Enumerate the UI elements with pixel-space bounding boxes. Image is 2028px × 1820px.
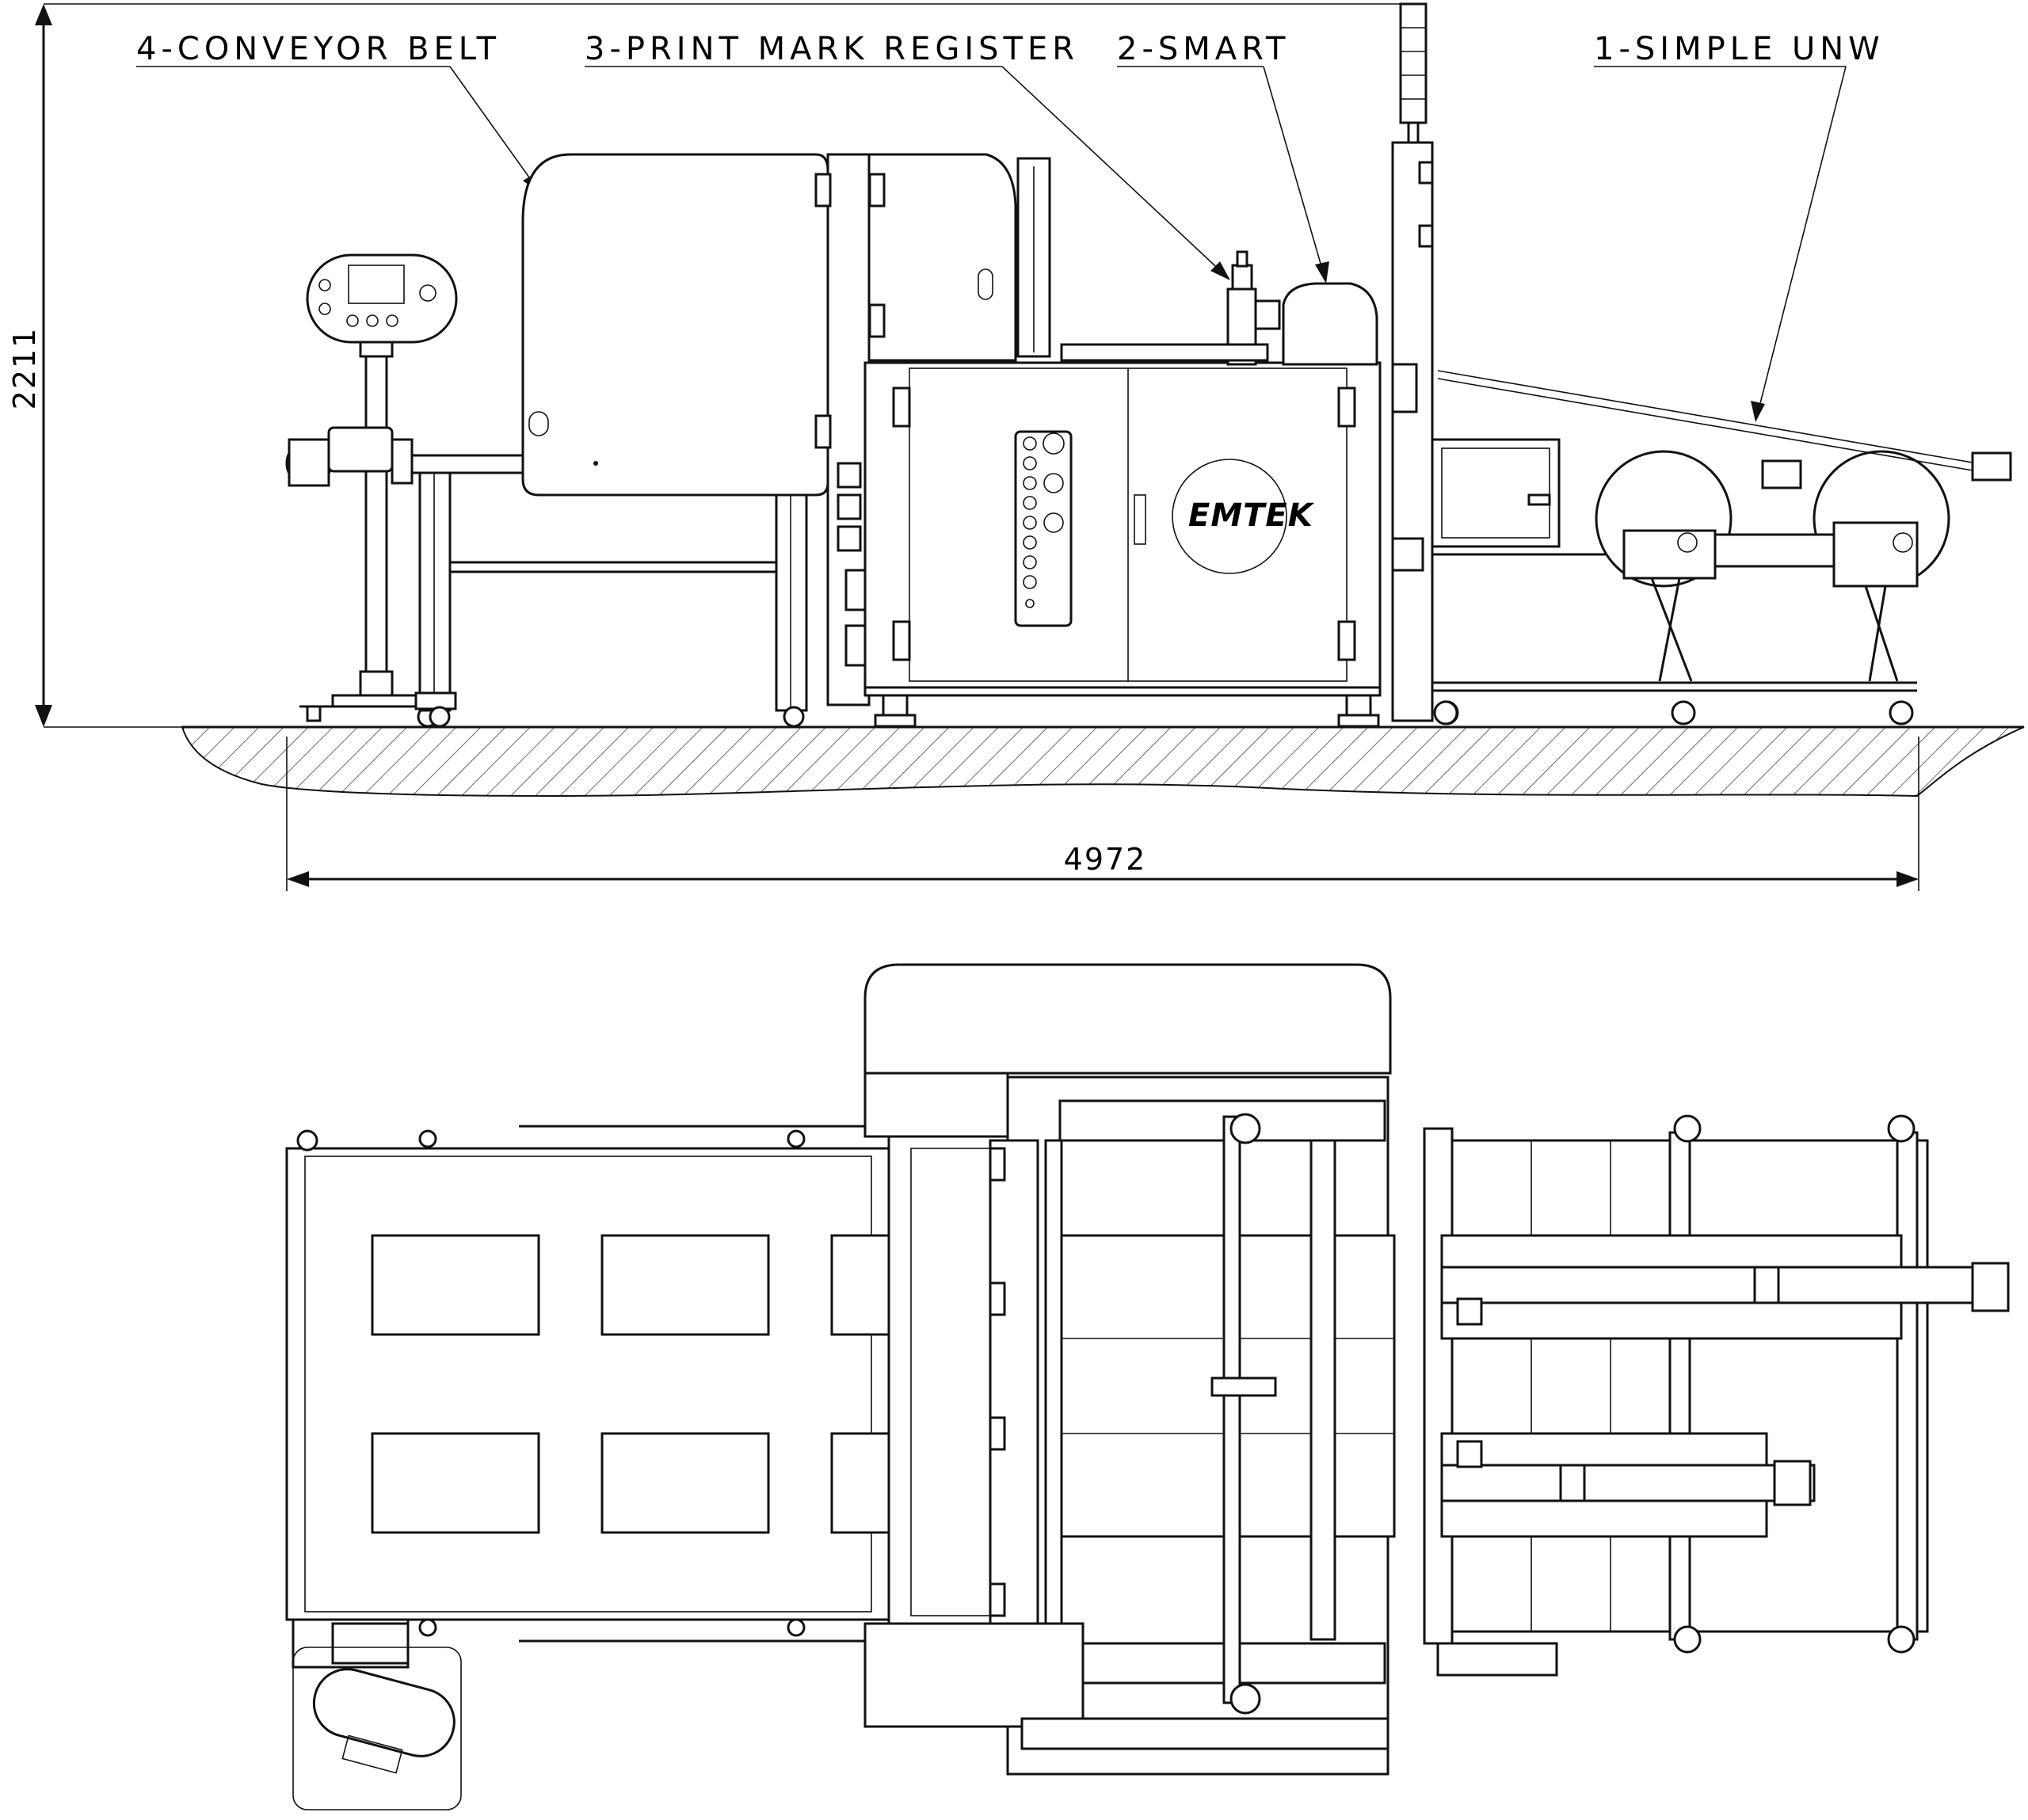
guard-side <box>814 153 1051 706</box>
operator-panel-top <box>292 1618 462 1810</box>
tower-side <box>1391 2 1459 725</box>
conveyor-motor-side <box>285 426 414 487</box>
floor <box>181 725 2025 798</box>
print-mark-register-side <box>1060 250 1378 366</box>
conveyor-frame-side <box>410 454 808 728</box>
side-view: 2211 4972 4-CONVEYOR BELT 3-PRINT MARK R… <box>7 2 2025 891</box>
callout-print-mark-register: 3-PRINT MARK REGISTER <box>585 31 1230 280</box>
operator-panel-side <box>299 253 458 728</box>
height-dimension-text: 2211 <box>7 327 42 410</box>
width-dimension-text: 4972 <box>1064 842 1147 877</box>
conveyor-belt-label: 4-CONVEYOR BELT <box>136 31 501 67</box>
callout-smart: 2-SMART <box>1117 31 1329 284</box>
callout-simple-unwinder: 1-SIMPLE UNW <box>1594 31 1885 422</box>
top-view <box>285 963 2010 1810</box>
print-mark-register-label: 3-PRINT MARK REGISTER <box>585 31 1079 67</box>
callout-conveyor-belt: 4-CONVEYOR BELT <box>136 31 540 193</box>
smart-label: 2-SMART <box>1117 31 1290 67</box>
brand-logo: EMTEK <box>1188 497 1315 534</box>
conveyor-cover-side <box>521 153 829 497</box>
unwinder-side <box>1431 370 2012 725</box>
conveyor-top <box>285 1125 890 1643</box>
width-dimension: 4972 <box>286 737 1919 891</box>
main-unit-top <box>863 963 1396 1776</box>
simple-unwinder-label: 1-SIMPLE UNW <box>1594 31 1885 67</box>
unwinder-top <box>1423 1114 2010 1677</box>
main-cabinet-side: EMTEK <box>863 361 1382 728</box>
height-dimension: 2211 <box>7 3 1418 728</box>
